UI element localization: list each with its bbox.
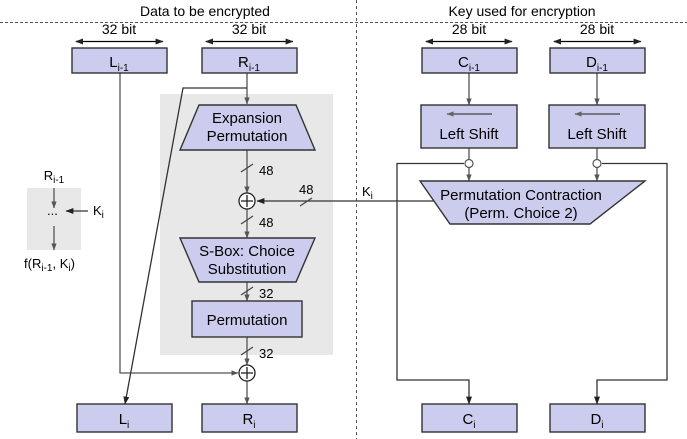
bus-tick-perm-out (240, 346, 254, 356)
inset-output-sub-a: i-1 (41, 263, 53, 274)
node-d-previous-sub: i-1 (597, 63, 609, 74)
inset-input-label: Ri-1 (44, 168, 65, 186)
bus-tick-xor-out (240, 215, 254, 225)
inset-key-main: K (93, 203, 102, 218)
node-c-previous[interactable]: Ci-1 (421, 47, 518, 74)
bus-label-subkey-input: 48 (299, 182, 313, 197)
node-permutation[interactable]: Permutation (191, 300, 303, 338)
node-l-next-sub: i (127, 420, 129, 431)
node-l-next[interactable]: Li (76, 403, 173, 433)
bus-label-permutation-output: 32 (259, 346, 273, 361)
inset-input-main: R (44, 168, 53, 183)
node-r-next[interactable]: Ri (201, 403, 298, 433)
inset-f-function-legend: Ri-1 ... Ki f(Ri-1, Ki) (24, 168, 104, 274)
node-left-shift-c-label: Left Shift (439, 126, 499, 143)
bus-tick-sbox-out (240, 286, 254, 296)
node-c-next-label: C (462, 411, 473, 428)
junction-node-d (592, 158, 602, 169)
node-c-next-sub: i (473, 420, 475, 431)
node-l-next-label: L (119, 411, 127, 428)
node-r-next-label: R (242, 411, 253, 428)
node-expansion-permutation-line1: Expansion (212, 110, 282, 127)
svg-text:Ci: Ci (462, 411, 475, 431)
node-d-next-sub: i (601, 420, 603, 431)
node-r-previous-label: R (238, 54, 249, 71)
bus-tick-exp-out (240, 163, 254, 173)
svg-text:Di: Di (590, 411, 603, 431)
subkey-label-sub: i (371, 191, 373, 202)
inset-key-label: Ki (93, 203, 104, 221)
header-key-used-for-encryption: Key used for encryption (448, 3, 595, 19)
node-d-previous-label: D (586, 54, 597, 71)
bit-width-label-data-right: 32 bit (232, 21, 266, 37)
node-left-shift-d[interactable]: Left Shift (548, 104, 646, 149)
node-sbox-line1: S-Box: Choice (199, 243, 295, 260)
inset-key-sub: i (102, 210, 104, 221)
bit-width-label-key-right: 28 bit (580, 21, 614, 37)
subkey-label-main: K (362, 184, 371, 199)
node-c-previous-sub: i-1 (469, 63, 481, 74)
bit-width-label-data-left: 32 bit (102, 21, 136, 37)
xor-operator-feistel (238, 364, 256, 382)
svg-text:Ri-1: Ri-1 (238, 54, 260, 74)
node-l-previous[interactable]: Li-1 (71, 47, 168, 74)
node-r-previous-sub: i-1 (249, 63, 261, 74)
bus-tick-key-in (299, 197, 313, 207)
svg-text:Li: Li (119, 411, 130, 431)
inset-output-end: ) (71, 256, 75, 271)
node-l-previous-label: L (109, 54, 117, 71)
svg-text:Ci-1: Ci-1 (458, 54, 480, 74)
node-r-previous[interactable]: Ri-1 (201, 47, 298, 74)
wire-junction1-to-cnext (396, 162, 472, 405)
node-d-next-label: D (590, 411, 601, 428)
node-expansion-permutation-line2: Permutation (207, 128, 288, 145)
inset-output-a: f(R (24, 256, 41, 271)
xor-operator-key-mix (238, 192, 256, 210)
header-data-to-be-encrypted: Data to be encrypted (140, 3, 270, 19)
bus-label-xor-output: 48 (259, 215, 273, 230)
node-sbox-choice-substitution[interactable]: S-Box: Choice Substitution (178, 237, 317, 283)
wire-junction2-to-dnext (594, 162, 668, 405)
svg-text:Di-1: Di-1 (586, 54, 608, 74)
node-l-previous-sub: i-1 (118, 63, 130, 74)
inset-output-label: f(Ri-1, Ki) (24, 256, 75, 274)
svg-text:Li-1: Li-1 (109, 54, 129, 74)
node-left-shift-c[interactable]: Left Shift (420, 104, 518, 149)
wire-rprev-to-lnext (123, 87, 247, 405)
inset-output-sub-b: i (68, 263, 70, 274)
junction-node-c (464, 158, 474, 169)
node-c-previous-label: C (458, 54, 469, 71)
wire-lprev-to-xor2 (119, 73, 239, 376)
node-d-previous[interactable]: Di-1 (549, 47, 646, 74)
node-permutation-contraction[interactable]: Permutation Contraction (Perm. Choice 2) (418, 180, 648, 225)
svg-text:Ri: Ri (242, 411, 255, 431)
bus-label-expansion-output: 48 (259, 163, 273, 178)
bit-width-label-key-left: 28 bit (452, 21, 486, 37)
node-d-next[interactable]: Di (549, 403, 646, 433)
node-c-next[interactable]: Ci (421, 403, 518, 433)
bus-label-sbox-output: 32 (259, 286, 273, 301)
subkey-label: Ki (362, 184, 373, 202)
inset-output-mid: , K (52, 256, 68, 271)
node-left-shift-d-label: Left Shift (567, 126, 627, 143)
node-permutation-contraction-line2: (Perm. Choice 2) (464, 205, 577, 222)
node-permutation-contraction-line1: Permutation Contraction (440, 187, 602, 204)
node-permutation-label: Permutation (207, 312, 288, 329)
node-sbox-line2: Substitution (208, 261, 286, 278)
node-expansion-permutation[interactable]: Expansion Permutation (178, 104, 317, 151)
node-r-next-sub: i (253, 420, 255, 431)
inset-input-sub: i-1 (53, 175, 65, 186)
inset-ellipsis: ... (47, 203, 58, 218)
